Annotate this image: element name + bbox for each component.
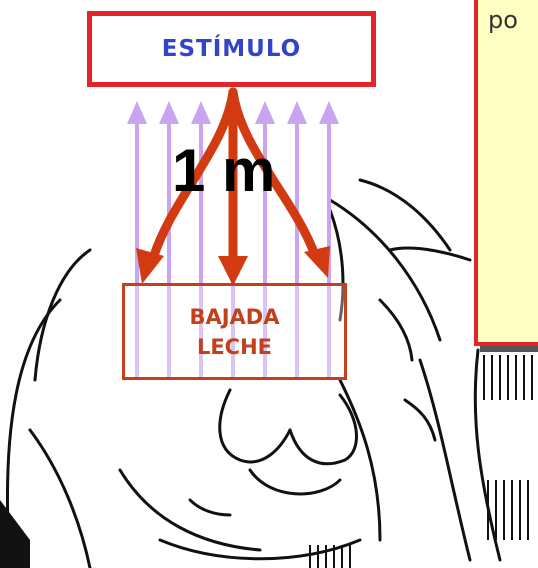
cartoon-linework (5, 178, 502, 568)
arrowheads (136, 246, 330, 286)
milk-label-line1: BAJADA (189, 304, 280, 329)
note-box (474, 0, 538, 346)
milk-letdown-box: BAJADA LECHE (122, 283, 347, 380)
dark-corner-shape (0, 500, 30, 568)
note-text: po (488, 6, 518, 34)
stimulus-label: ESTÍMULO (161, 36, 302, 62)
milk-label-line2: LECHE (196, 334, 273, 359)
hatching-marks (309, 355, 533, 568)
red-curved-arrows-icon (147, 87, 321, 267)
stimulus-box: ESTÍMULO (87, 11, 376, 87)
time-label: 1 m (172, 137, 276, 204)
